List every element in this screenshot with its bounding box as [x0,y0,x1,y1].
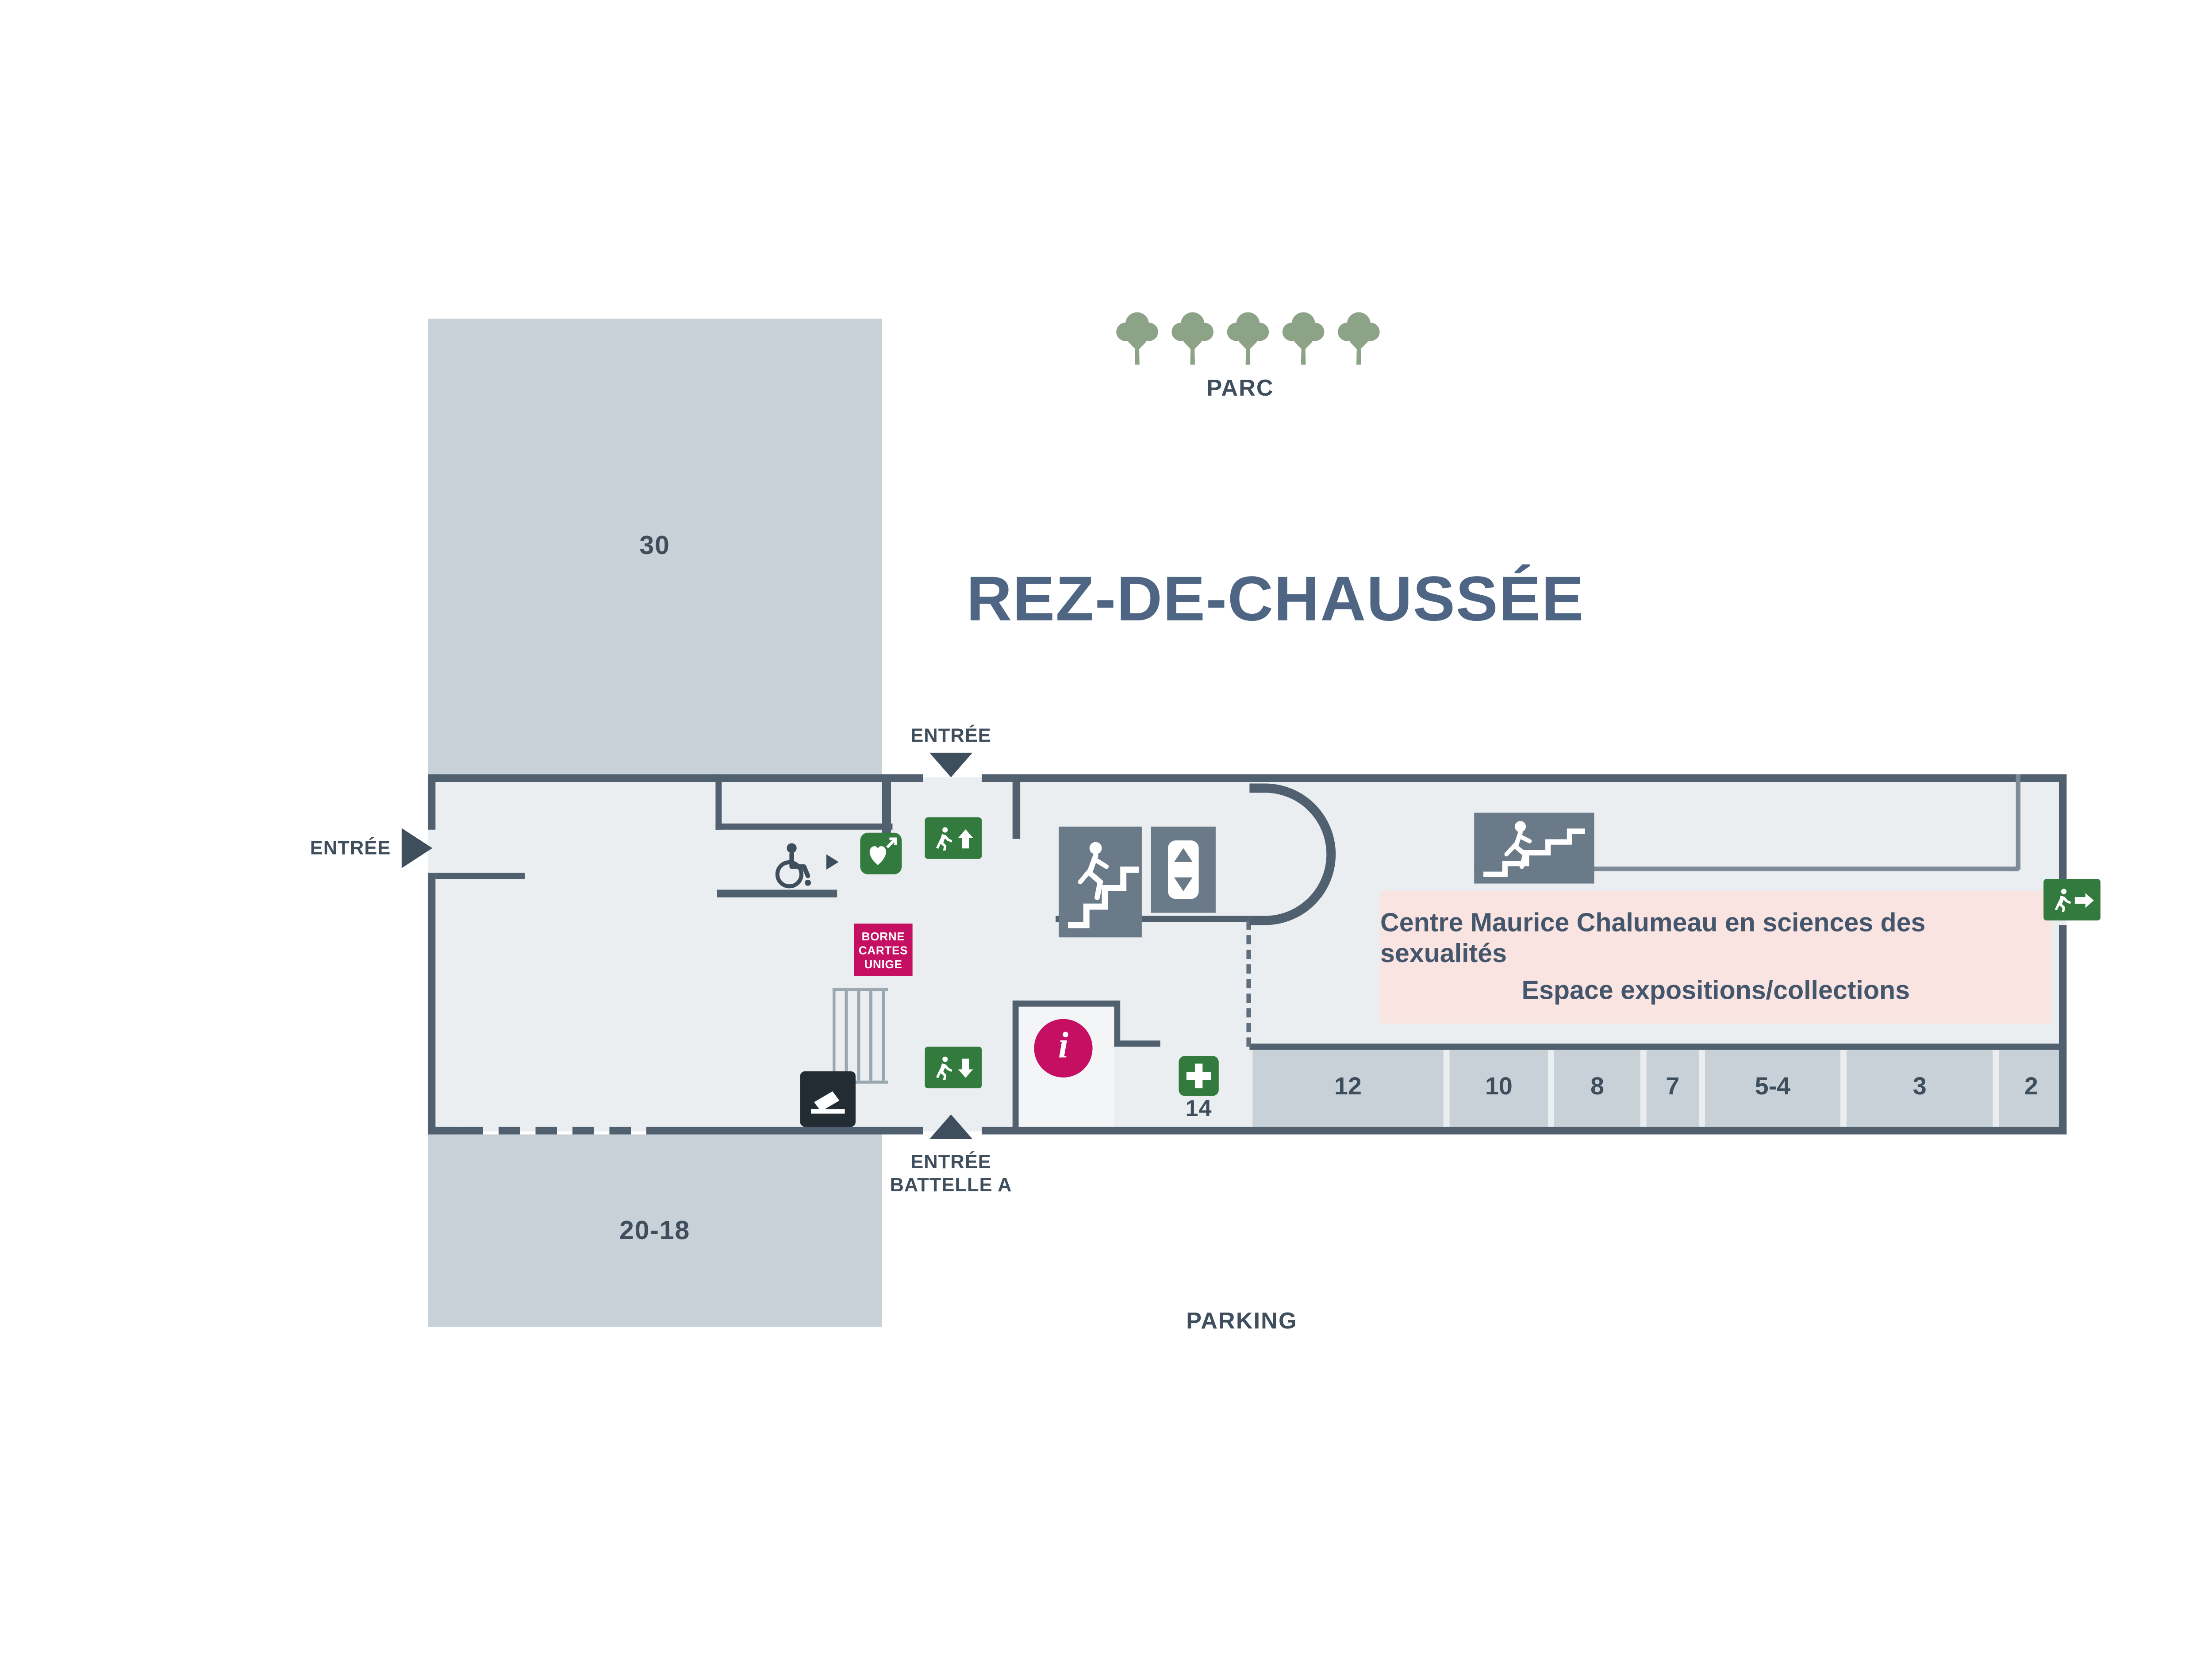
curved-wall [1249,783,1336,925]
entrance-arrow-icon [401,828,433,868]
park-label: PARC [1206,375,1274,402]
wall-segment [427,774,923,782]
wheelchair-direction-icon [826,854,839,870]
down-arrow-icon [957,1057,974,1078]
defibrillator-icon [860,832,902,874]
running-man-icon [933,1052,954,1083]
elevator-box [1151,826,1216,913]
wall-segment [882,774,891,836]
stairwell-box-right [1474,812,1594,884]
wall-segment [717,889,837,897]
wall-segment [1015,1000,1118,1007]
wall-segment [2058,774,2067,879]
wall-segment [427,1127,462,1135]
room-10: 10 [1449,1050,1548,1127]
center-label-line1: Centre Maurice Chalumeau en sciences des… [1380,908,1926,968]
entrance-top-label: ENTRÉE [910,725,991,747]
wall-segment [646,1127,923,1135]
room-block-20-18: 20-18 [427,1134,882,1327]
wheelchair-icon [769,840,825,889]
emergency-exit-sign-right [2043,879,2101,921]
room-5-4: 5-4 [1705,1050,1841,1127]
first-aid-icon [1179,1056,1219,1096]
heart-arrow-icon [860,833,902,874]
cross-icon [1179,1056,1218,1096]
wall-segment [1114,1040,1160,1047]
staircase [832,988,888,1084]
wall-segment [2058,925,2067,1135]
tree-icon [1111,305,1163,370]
entrance-left-label: ENTRÉE [310,837,391,859]
wall-segment [1474,866,2019,871]
tree-icon [1333,305,1385,370]
room-8: 8 [1554,1050,1640,1127]
wall-segment [435,873,525,879]
wall-segment [1012,774,1021,839]
wall-segment [982,1127,2067,1135]
stairs-up-icon [1059,827,1142,937]
wall-segment [715,823,893,830]
stairs-up-icon [1474,813,1594,884]
wall-segment [715,774,722,830]
running-man-icon [2051,884,2073,915]
borne-cartes-unige-sign: BORNE CARTES UNIGE [854,923,913,976]
emergency-exit-sign-down [925,1047,982,1089]
room-7: 7 [1646,1050,1699,1127]
wall-segment [2016,774,2021,870]
wall-segment [1114,1000,1121,1047]
entrance-battelle-line1: ENTRÉE [910,1151,991,1173]
wall-segment [427,774,436,830]
center-label-line2: Espace expositions/collections [1521,976,1910,1005]
running-man-icon [933,823,954,854]
room-3: 3 [1846,1050,1993,1127]
borne-line1: BORNE [861,929,905,944]
stairwell-box [1059,826,1142,938]
room-block-30: 30 [427,319,882,774]
elevator-icon [1151,827,1216,913]
tree-icon [1277,305,1329,370]
entrance-battelle-line2: BATTELLE A [890,1174,1012,1196]
mailbox-icon [800,1071,856,1127]
tree-icon [1167,305,1219,370]
entrance-arrow-icon [929,1114,973,1139]
right-arrow-icon [2074,891,2095,908]
dashed-wall-segment [1246,920,1251,1047]
emergency-exit-sign-up [925,817,982,859]
room-12: 12 [1252,1050,1444,1127]
page-title: REZ-DE-CHAUSSÉE [966,563,1585,635]
wall-segment [427,873,436,1135]
center-maurice-chalumeau-area: Centre Maurice Chalumeau en sciences des… [1380,891,2051,1024]
dashed-wall-segment [461,1127,646,1135]
wall-segment [982,774,2067,782]
tree-icon [1222,305,1274,370]
letter-slot-icon [800,1071,856,1127]
wall-segment [1012,1000,1019,1130]
up-arrow-icon [957,828,974,849]
info-icon: i [1034,1019,1093,1078]
borne-line3: UNIGE [864,957,902,971]
room-14-label: 14 [1185,1096,1212,1122]
parking-label: PARKING [1186,1308,1298,1335]
entrance-battelle-label: ENTRÉE BATTELLE A [877,1151,1025,1197]
room-2: 2 [1999,1050,2064,1127]
entrance-arrow-icon [929,752,973,778]
borne-line2: CARTES [858,943,908,958]
wall-segment [1249,1043,2067,1050]
